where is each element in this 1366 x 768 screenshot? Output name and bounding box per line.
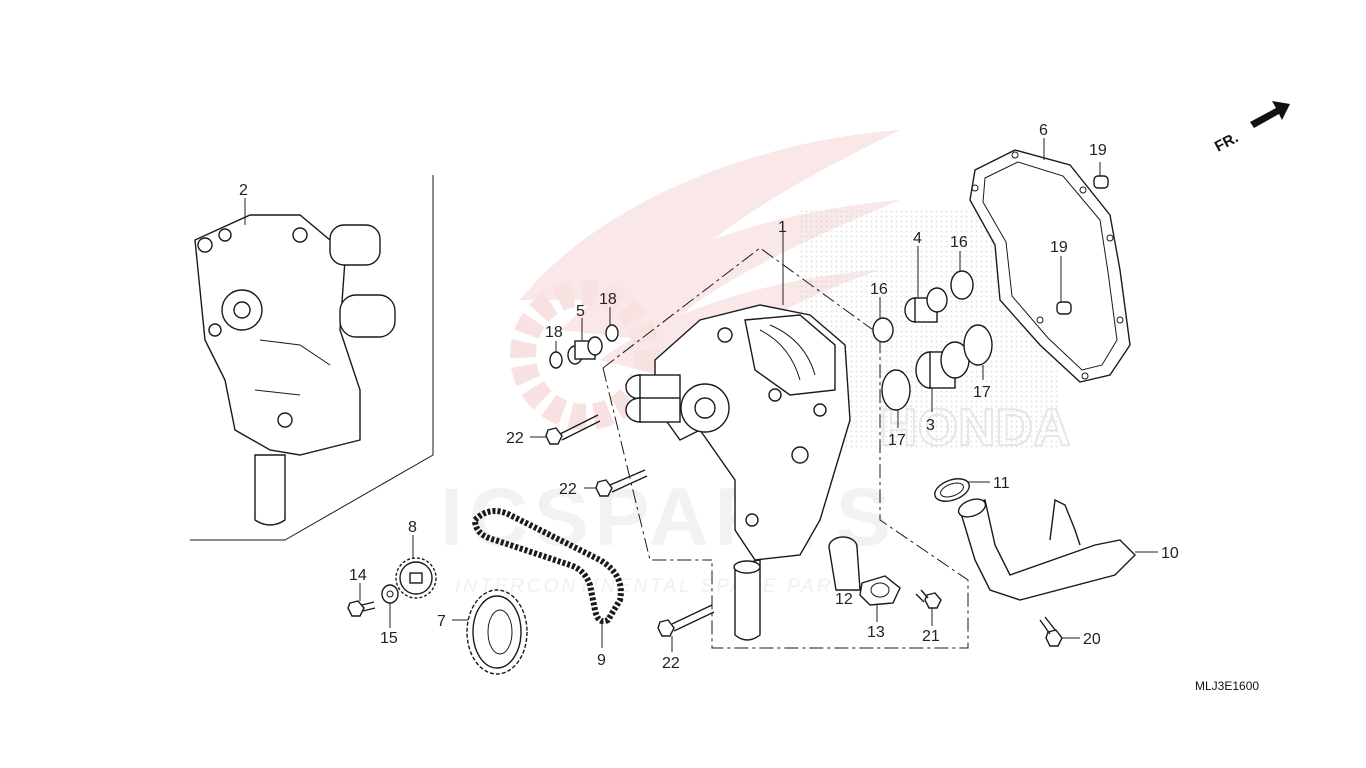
callout-4[interactable]: 4 bbox=[913, 230, 922, 247]
callout-5[interactable]: 5 bbox=[576, 303, 585, 320]
part-4-collar[interactable] bbox=[904, 287, 948, 323]
part-16-o-ring-lower[interactable] bbox=[872, 317, 894, 343]
callout-8[interactable]: 8 bbox=[408, 519, 417, 536]
direction-label: FR. bbox=[1212, 129, 1241, 155]
callout-22-upper[interactable]: 22 bbox=[506, 430, 524, 447]
callout-22-lower[interactable]: 22 bbox=[662, 655, 680, 672]
callouts: 2 1 6 19 19 16 16 4 5 18 18 3 17 17 22 2… bbox=[239, 122, 1179, 672]
front-direction-indicator: FR. bbox=[1212, 101, 1290, 156]
part-16-o-ring-upper[interactable] bbox=[950, 270, 974, 300]
callout-3[interactable]: 3 bbox=[926, 417, 935, 434]
callout-20[interactable]: 20 bbox=[1083, 631, 1101, 648]
part-20-bolt[interactable] bbox=[1039, 616, 1063, 647]
callout-22-middle[interactable]: 22 bbox=[559, 481, 577, 498]
callout-19-lower[interactable]: 19 bbox=[1050, 239, 1068, 256]
part-1-assembly-boundary bbox=[602, 247, 969, 649]
part-10-pipe-assembly[interactable] bbox=[956, 496, 1136, 601]
part-13-gasket[interactable] bbox=[859, 575, 901, 606]
callout-6[interactable]: 6 bbox=[1039, 122, 1048, 139]
part-3-pipe-joint[interactable] bbox=[915, 341, 970, 389]
part-22-bolt-middle[interactable] bbox=[595, 469, 648, 497]
part-5-collar[interactable] bbox=[567, 336, 603, 365]
part-19-dowel-pin-upper[interactable] bbox=[1093, 175, 1109, 189]
part-14-bolt[interactable] bbox=[347, 600, 376, 617]
callout-18-left[interactable]: 18 bbox=[545, 324, 563, 341]
part-18-washer-right[interactable] bbox=[605, 324, 619, 342]
callout-10[interactable]: 10 bbox=[1161, 545, 1179, 562]
part-8-sprocket[interactable] bbox=[395, 557, 437, 599]
callout-1[interactable]: 1 bbox=[778, 219, 787, 236]
part-22-bolt-lower[interactable] bbox=[657, 604, 715, 637]
callout-2[interactable]: 2 bbox=[239, 182, 248, 199]
callout-15[interactable]: 15 bbox=[380, 630, 398, 647]
watermark-logo-text: HONDA bbox=[880, 399, 1071, 457]
diagram-code: MLJ3E1600 bbox=[1195, 679, 1259, 693]
callout-18-right[interactable]: 18 bbox=[599, 291, 617, 308]
callout-19-upper[interactable]: 19 bbox=[1089, 142, 1107, 159]
part-11-o-ring[interactable] bbox=[932, 474, 973, 505]
callout-16-upper[interactable]: 16 bbox=[950, 234, 968, 251]
callout-16-lower[interactable]: 16 bbox=[870, 281, 888, 298]
part-7-drive-sprocket[interactable] bbox=[466, 589, 528, 675]
part-17-o-ring-left[interactable] bbox=[881, 369, 911, 411]
part-2-frame bbox=[190, 175, 434, 541]
callout-7[interactable]: 7 bbox=[437, 613, 446, 630]
callout-17-right[interactable]: 17 bbox=[973, 384, 991, 401]
callout-21[interactable]: 21 bbox=[922, 628, 940, 645]
front-arrow-icon bbox=[1250, 101, 1290, 128]
part-6-gasket[interactable] bbox=[969, 149, 1131, 383]
callout-13[interactable]: 13 bbox=[867, 624, 885, 641]
part-17-o-ring-right[interactable] bbox=[963, 324, 993, 366]
callout-9[interactable]: 9 bbox=[597, 652, 606, 669]
part-12-pipe[interactable] bbox=[828, 536, 861, 591]
leader-lines bbox=[244, 138, 1158, 652]
part-22-bolt-upper[interactable] bbox=[545, 414, 601, 445]
callout-17-left[interactable]: 17 bbox=[888, 432, 906, 449]
callout-12[interactable]: 12 bbox=[835, 591, 853, 608]
part-18-washer-left[interactable] bbox=[549, 351, 563, 369]
callout-11[interactable]: 11 bbox=[993, 475, 1010, 492]
part-2-water-pump-assembly[interactable] bbox=[194, 214, 396, 526]
part-21-bolt[interactable] bbox=[915, 589, 942, 609]
part-15-washer[interactable] bbox=[381, 584, 399, 604]
part-19-dowel-pin-lower[interactable] bbox=[1056, 301, 1072, 315]
part-1-water-pump[interactable] bbox=[625, 304, 851, 641]
callout-14[interactable]: 14 bbox=[349, 567, 367, 584]
watermark-tagline: INTERCONTINENTAL SPARE PARTS bbox=[455, 576, 863, 597]
